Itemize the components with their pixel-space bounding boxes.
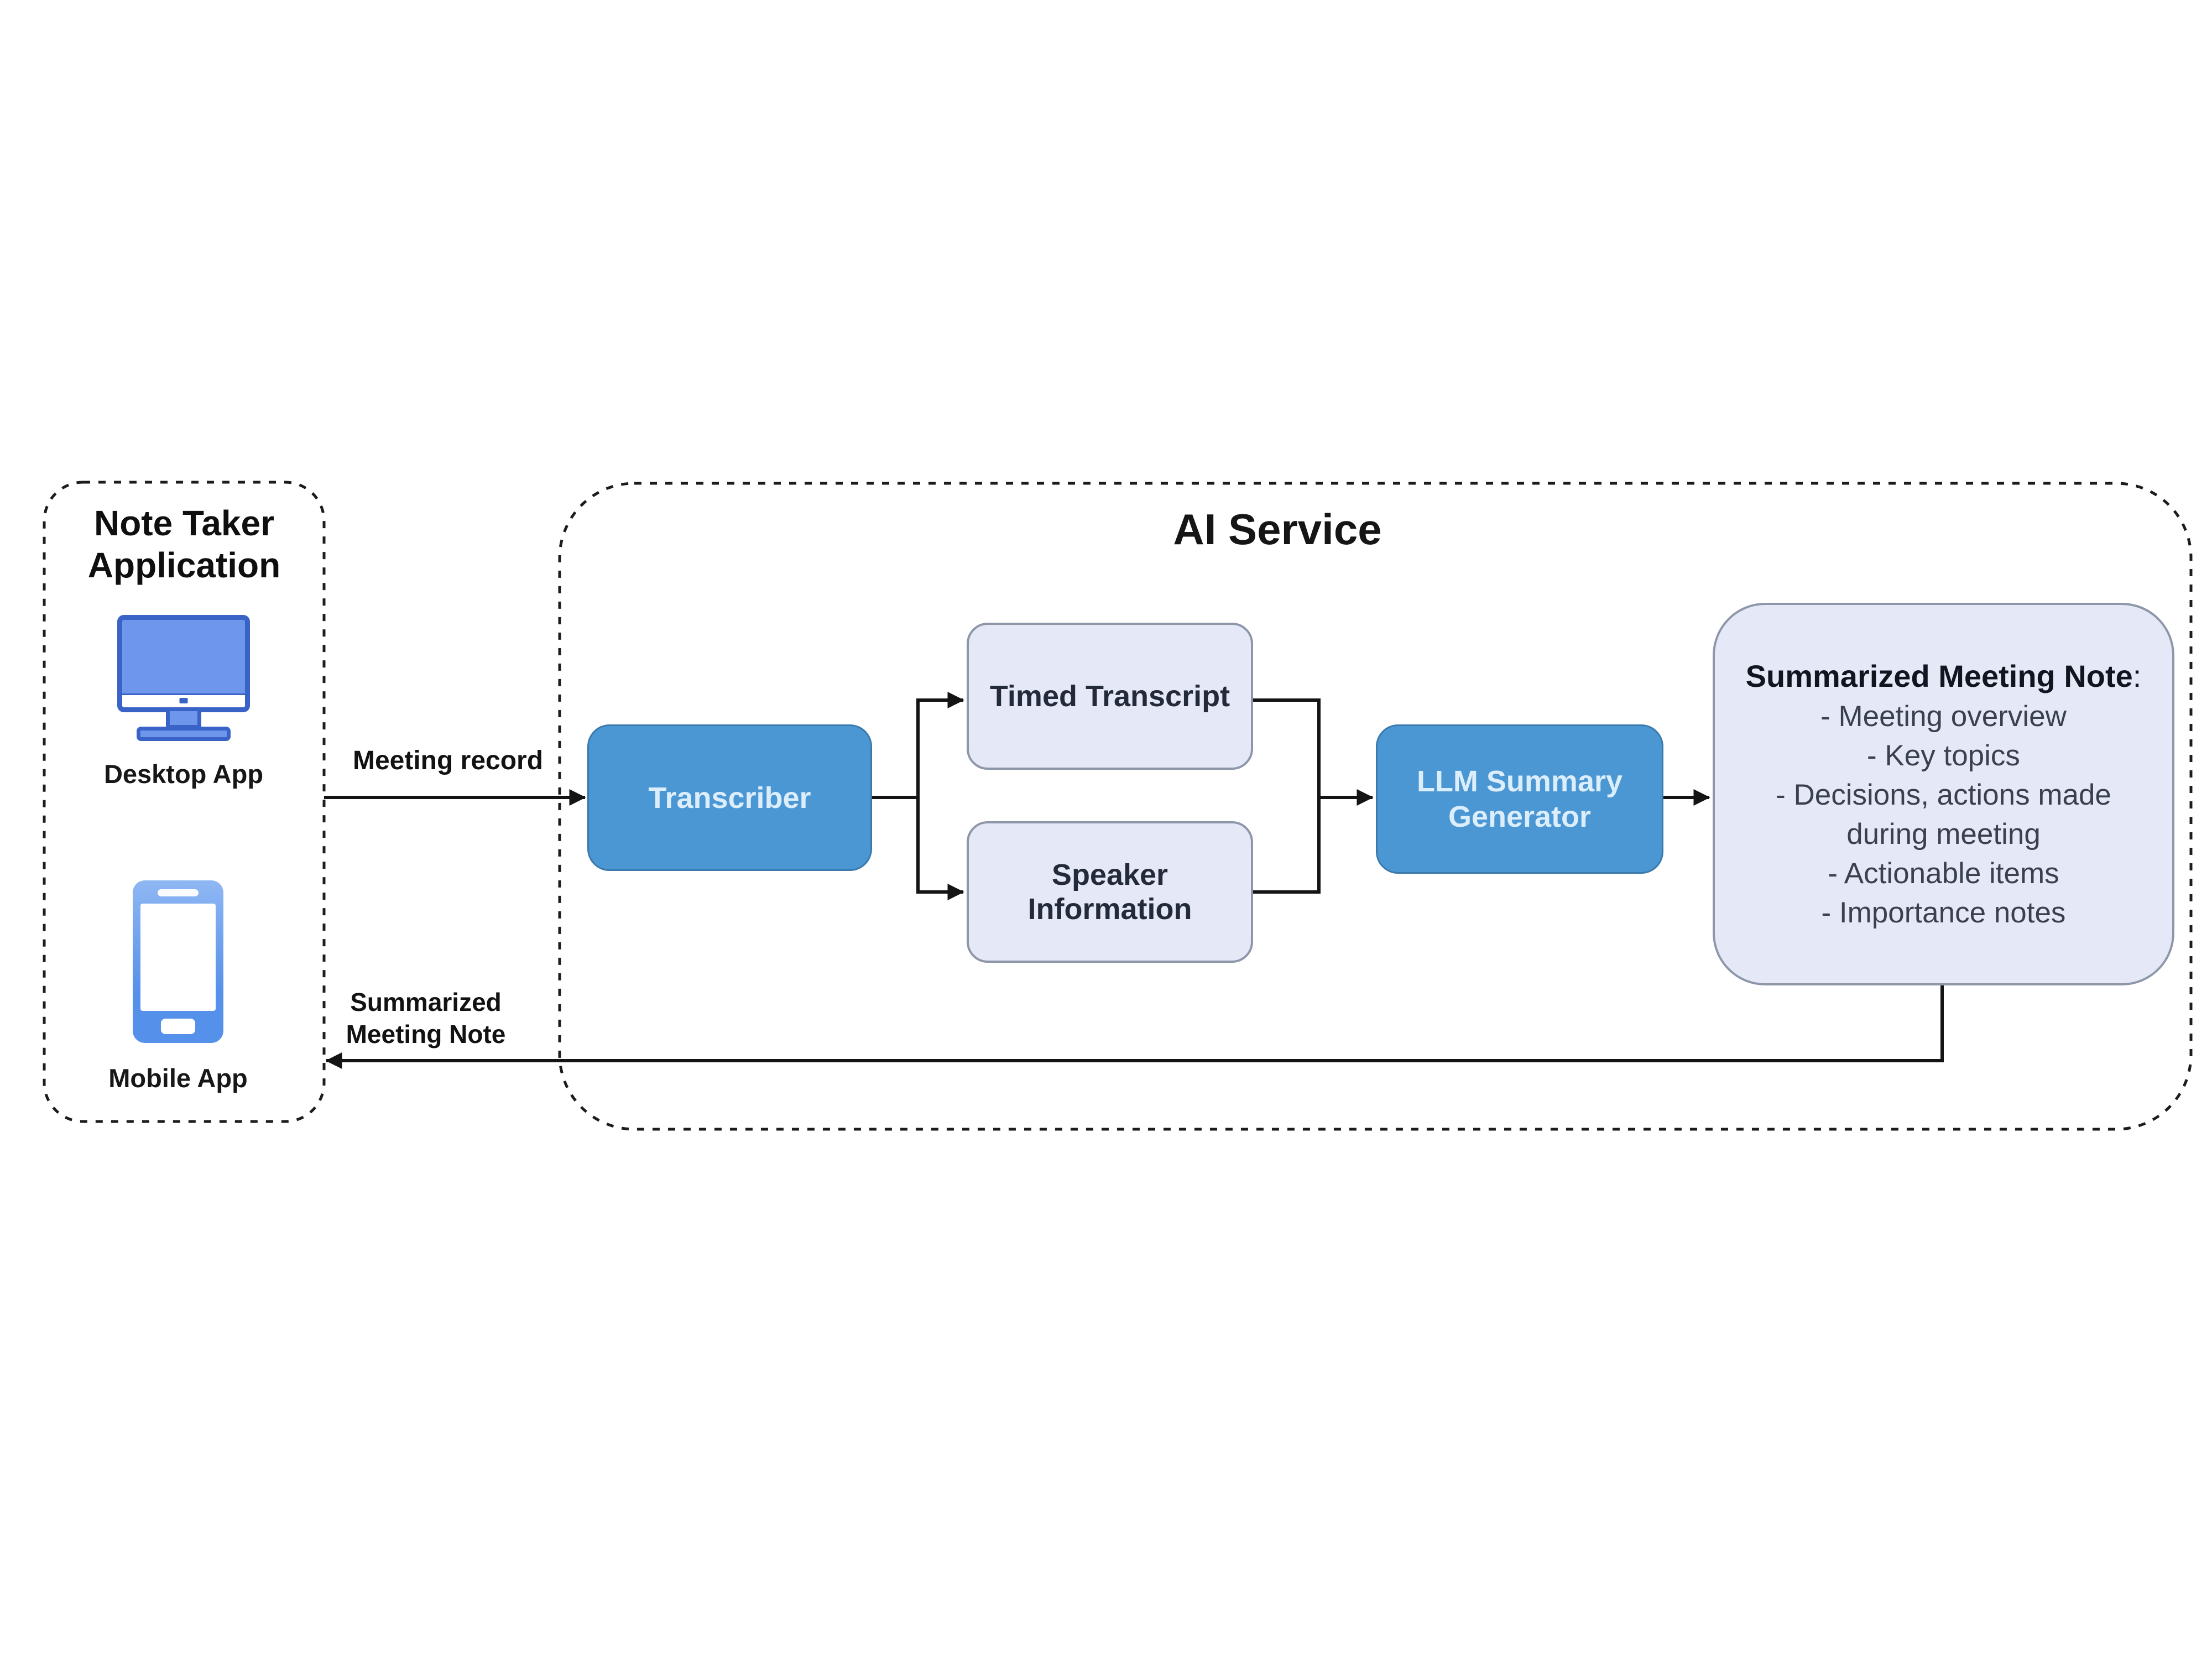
summarized-meeting-note-label-line1: Summarized <box>350 988 502 1016</box>
summary-item: - Meeting overview <box>1820 700 2067 733</box>
llm-label-line1: LLM Summary <box>1416 765 1623 798</box>
desktop-monitor-icon <box>117 615 250 741</box>
ai-service-box-outline <box>558 482 2193 1131</box>
summary-item: - Importance notes <box>1821 896 2066 929</box>
monitor-chin <box>122 693 245 707</box>
monitor-stand-base <box>137 727 231 741</box>
monitor-camera-dot <box>179 698 188 703</box>
edge-transcriber-to-speaker-information <box>916 797 964 900</box>
summary-note-title-text: Summarized Meeting Note <box>1745 659 2133 693</box>
phone-home-button <box>161 1019 195 1034</box>
llm-label-line2: Generator <box>1448 800 1592 833</box>
phone-screen <box>140 904 216 1011</box>
summary-note-title: Summarized Meeting Note: <box>1736 656 2151 697</box>
llm-summary-generator-node: LLM Summary Generator <box>1376 724 1663 874</box>
transcriber-node: Transcriber <box>587 724 872 871</box>
timed-transcript-label: Timed Transcript <box>989 680 1230 713</box>
mobile-phone-icon <box>133 880 223 1043</box>
phone-speaker <box>158 889 199 896</box>
summarized-meeting-note-label-line2: Meeting Note <box>346 1020 506 1048</box>
summarized-meeting-note-card: Summarized Meeting Note: - Meeting overv… <box>1713 603 2174 985</box>
edge-summary-return <box>325 985 1944 1069</box>
meeting-record-label: Meeting record <box>352 746 544 775</box>
desktop-app-label: Desktop App <box>103 759 264 789</box>
note-taker-title-line1: Note Taker <box>93 503 275 543</box>
note-taker-box-outline <box>43 481 326 1123</box>
timed-transcript-node: Timed Transcript <box>967 623 1253 770</box>
summary-item: - Actionable items <box>1828 857 2059 890</box>
summary-note-title-colon: : <box>2132 659 2142 693</box>
note-taker-title-line2: Application <box>87 545 281 585</box>
ai-service-title: AI Service <box>1173 505 1382 554</box>
edge-speaker-information-to-merge <box>1253 797 1321 894</box>
summary-item: - Decisions, actions made during meeting <box>1776 779 2111 851</box>
edge-timed-transcript-to-merge <box>1253 698 1321 797</box>
speaker-information-label-line2: Information <box>1027 893 1192 926</box>
summarized-meeting-note-label: Summarized Meeting Note <box>307 986 545 1050</box>
edge-transcriber-to-timed-transcript <box>872 692 964 799</box>
speaker-information-node: Speaker Information <box>967 821 1253 963</box>
speaker-information-label-line1: Speaker <box>1051 858 1168 891</box>
transcriber-label: Transcriber <box>648 781 811 815</box>
note-taker-title: Note Taker Application <box>46 502 322 586</box>
mobile-app-label: Mobile App <box>108 1063 248 1093</box>
monitor-screen <box>117 615 250 712</box>
summary-item: - Key topics <box>1867 739 2020 772</box>
